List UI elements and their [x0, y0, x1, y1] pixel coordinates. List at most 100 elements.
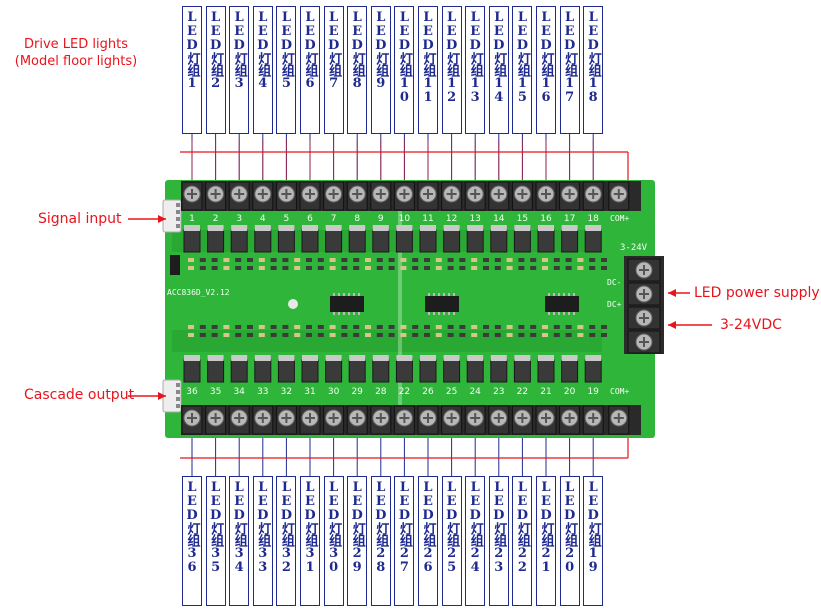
top-b-smd: [565, 266, 572, 270]
led-group-label-bottom-text: LED灯组24: [467, 480, 483, 574]
top-a-smd: [518, 258, 525, 262]
bottom-mosfet: [372, 359, 390, 383]
bottom-a-smd: [412, 325, 419, 329]
bottom-b-smd: [341, 333, 348, 337]
bottom-a-smd: [247, 325, 253, 329]
top-b-smd: [294, 266, 301, 270]
top-b-smd: [447, 266, 454, 270]
connector-pin: [176, 397, 180, 401]
led-group-label-top-text: LED灯组6: [302, 10, 318, 90]
pin-number-top-10: 10: [398, 214, 411, 224]
bottom-a-smd: [188, 325, 194, 329]
top-b-smd: [235, 266, 242, 270]
top-mosfet: [325, 229, 343, 253]
ic-pin: [438, 312, 440, 315]
bottom-a-smd: [211, 325, 218, 329]
pin-number-top-5: 5: [283, 214, 290, 224]
top-a-smd: [577, 258, 584, 262]
top-a-smd: [282, 258, 289, 262]
bottom-b-smd: [553, 333, 560, 337]
bottom-a-smd: [329, 325, 336, 329]
pcb-center-trace: [398, 188, 402, 428]
led-group-label-top-text: LED灯组17: [562, 10, 578, 104]
top-b-smd: [530, 266, 537, 270]
led-group-label-top-7: LED灯组7: [323, 6, 344, 134]
led-group-label-top-text: LED灯组12: [444, 10, 460, 104]
bottom-b-smd: [235, 333, 242, 337]
led-group-label-bottom-text: LED灯组36: [184, 480, 200, 574]
pin-number-top-4: 4: [259, 214, 266, 224]
led-group-label-bottom-10: LED灯组27: [394, 476, 415, 606]
bottom-mosfet: [230, 359, 248, 383]
ic-pin: [428, 293, 430, 296]
top-b-smd: [353, 266, 360, 270]
led-group-label-top-text: LED灯组7: [326, 10, 342, 90]
top-a-smd: [589, 258, 596, 262]
top-b-smd: [258, 266, 265, 270]
led-group-label-top-17: LED灯组17: [559, 6, 580, 134]
pin-number-bottom-6: 31: [304, 387, 316, 397]
pin-number-top-15: 15: [516, 214, 529, 224]
bottom-mosfet-tab: [184, 355, 200, 361]
top-mosfet: [537, 229, 555, 253]
pin-number-top-7: 7: [330, 214, 337, 224]
top-b-smd: [553, 266, 560, 270]
ic-pin: [343, 293, 345, 296]
bottom-mosfet: [301, 359, 319, 383]
connector-pin: [176, 203, 180, 207]
led-group-label-top-16: LED灯组16: [536, 6, 556, 134]
bottom-a-smd: [341, 325, 348, 329]
bottom-b-smd: [306, 333, 312, 337]
top-a-smd: [199, 258, 206, 262]
led-group-label-bottom-16: LED灯组21: [536, 476, 556, 606]
top-b-smd: [506, 266, 513, 270]
top-b-smd: [376, 266, 383, 270]
led-group-label-top-13: LED灯组13: [465, 6, 486, 134]
top-mosfet-tab: [538, 225, 554, 231]
model-label: ACC836D_V2.12: [167, 288, 230, 297]
top-a-smd: [247, 258, 253, 262]
bottom-mosfet: [537, 359, 555, 383]
ic-pin: [443, 312, 445, 315]
bottom-mosfet-tab: [325, 355, 342, 361]
ic-pin: [563, 293, 565, 296]
ic-pin: [558, 293, 560, 296]
bottom-mosfet-tab: [349, 355, 366, 361]
bottom-a-smd: [306, 325, 312, 329]
top-mosfet: [466, 229, 484, 253]
arrow-signal-input-head: [158, 215, 166, 223]
led-group-label-bottom-text: LED灯组22: [514, 480, 530, 574]
top-a-smd: [294, 258, 301, 262]
top-a-smd: [306, 258, 312, 262]
top-mosfet-tab: [585, 225, 602, 231]
connector-pin: [176, 383, 180, 387]
ic-pin: [358, 293, 360, 296]
connector-pin: [176, 404, 180, 408]
top-a-smd: [530, 258, 537, 262]
led-group-label-bottom-text: LED灯组34: [231, 480, 247, 574]
top-a-smd: [506, 258, 513, 262]
bottom-mosfet-tab: [538, 355, 554, 361]
pin-number-top-14: 14: [493, 214, 505, 224]
led-group-label-top-8: LED灯组8: [347, 6, 368, 134]
top-mosfet: [561, 229, 579, 253]
led-group-label-bottom-1: LED灯组36: [182, 476, 202, 606]
led-group-label-bottom-text: LED灯组33: [255, 480, 271, 574]
bottom-a-smd: [577, 325, 584, 329]
bottom-a-smd: [494, 325, 501, 329]
bottom-mosfet-tab: [396, 355, 413, 361]
led-group-label-bottom-text: LED灯组20: [562, 480, 578, 574]
bottom-b-smd: [317, 333, 324, 337]
top-a-smd: [188, 258, 194, 262]
bottom-a-smd: [530, 325, 537, 329]
bottom-mosfet: [277, 359, 295, 383]
led-group-label-bottom-13: LED灯组24: [465, 476, 486, 606]
led-group-label-bottom-text: LED灯组23: [491, 480, 507, 574]
bottom-a-smd: [506, 325, 513, 329]
top-mosfet-tab: [184, 225, 200, 231]
arrow-led-power-head: [668, 289, 676, 297]
bottom-a-smd: [435, 325, 442, 329]
bottom-mosfet-tab: [302, 355, 318, 361]
bottom-b-smd: [188, 333, 194, 337]
